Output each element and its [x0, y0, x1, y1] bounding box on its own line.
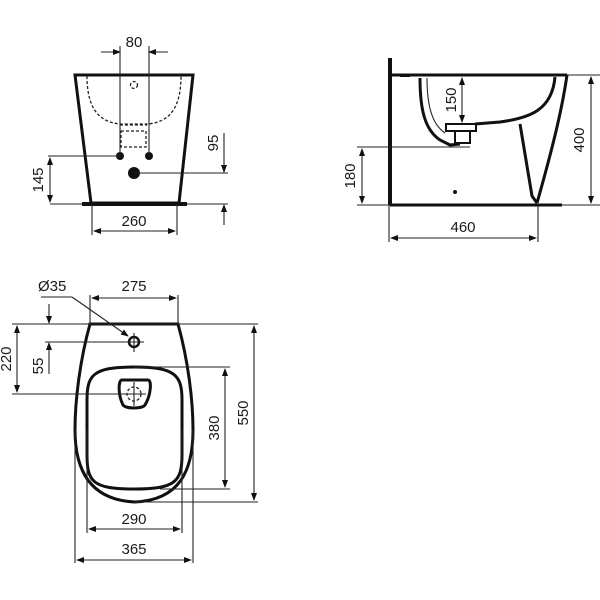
- dim-base-width: 260: [121, 213, 146, 230]
- top-view: Ø35 275 55 220 380 550 290: [0, 278, 258, 563]
- waste-outlet: [117, 378, 152, 410]
- front-view: 80 145 95 260: [30, 34, 228, 235]
- dim-outlet-height: 180: [342, 163, 359, 188]
- top-bowl-outline: [85, 365, 184, 491]
- dim-supply-height: 145: [30, 167, 47, 192]
- dim-bowl-depth: 150: [443, 87, 460, 112]
- dim-tap-hole-offset: 55: [30, 358, 47, 375]
- dim-tap-spacing: 80: [126, 34, 143, 51]
- dim-bowl-length: 380: [206, 415, 223, 440]
- side-view: 150 400 180 460: [342, 58, 600, 242]
- dim-total-height: 400: [571, 127, 588, 152]
- dim-rear-width: 275: [121, 278, 146, 295]
- front-trap-hidden: [120, 130, 147, 148]
- tap-hole-icon: [129, 80, 139, 90]
- front-body-outline: [73, 73, 195, 205]
- dim-tap-hole-diameter: Ø35: [38, 278, 66, 295]
- dim-waste-offset: 220: [0, 346, 15, 371]
- dim-total-width: 365: [121, 541, 146, 558]
- dim-waste-height: 95: [205, 135, 222, 152]
- dim-total-length: 550: [235, 400, 252, 425]
- dim-depth: 460: [450, 219, 475, 236]
- front-bowl-hidden: [86, 75, 182, 125]
- dim-bowl-width: 290: [121, 511, 146, 528]
- side-front-outline: [535, 74, 569, 204]
